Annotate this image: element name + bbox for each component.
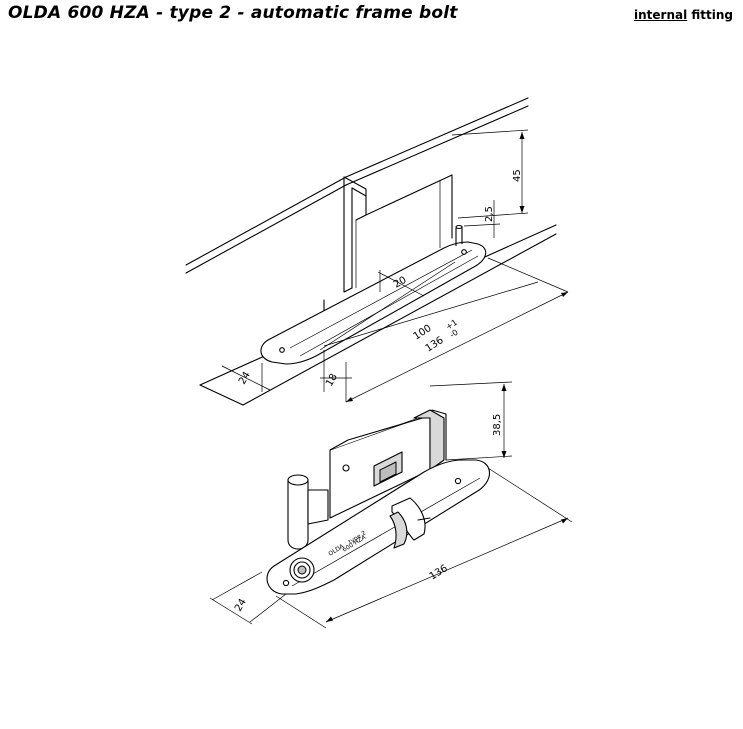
page-title: OLDA 600 HZA - type 2 - automatic frame … (8, 3, 458, 23)
dim-2-5-label: 2,5 (484, 206, 495, 222)
dim-24-upper-label: 24 (237, 370, 253, 387)
lower-bolt-view: OLDA 600 HZA type 2 38,5 136 24 (209, 381, 573, 629)
dim-136-lower-label: 136 (428, 563, 450, 582)
dim-45-label: 45 (512, 169, 523, 182)
fitting-type-rest: fitting (687, 8, 733, 22)
dim-24-lower-label: 24 (233, 597, 249, 614)
dim-38-5-label: 38,5 (492, 414, 503, 436)
dim-18-label: 18 (324, 372, 340, 389)
dim-100-label: 100 (412, 323, 434, 343)
dim-136-tol-minus: -0 (448, 328, 460, 340)
fitting-type-underlined: internal (634, 8, 688, 22)
fitting-type-label: internal fitting (634, 8, 733, 22)
dim-136-label: 136 (424, 335, 446, 355)
upper-installed-view: 45 2,5 20 100 136 +1 -0 24 18 (185, 97, 569, 406)
